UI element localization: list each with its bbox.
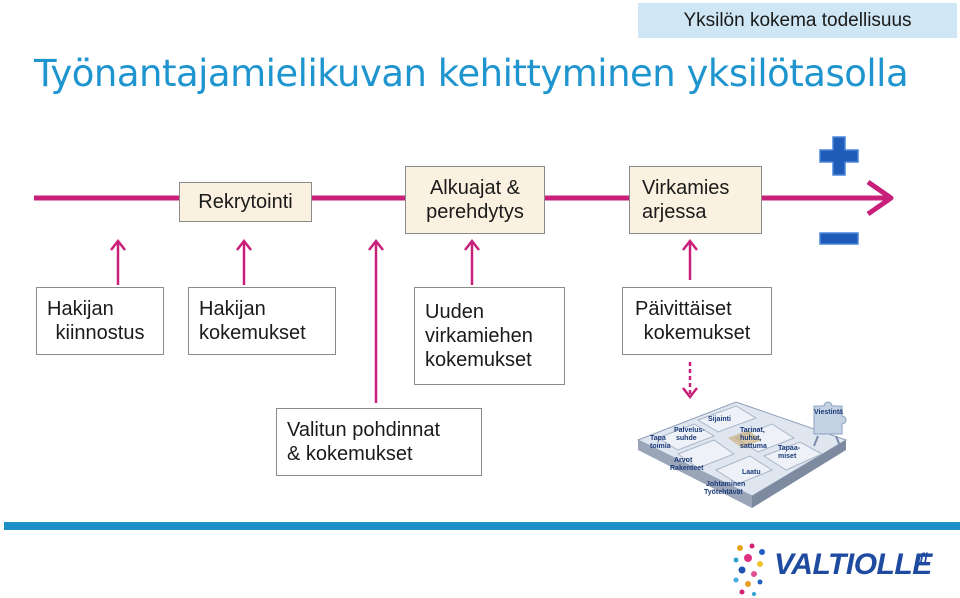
puzzle-label-tapaamiset: Tapaa- miset [778, 445, 802, 460]
arrow-new-official [464, 238, 480, 285]
timeline-arrowhead [866, 179, 894, 217]
footer-divider [4, 522, 960, 530]
experience-paivittaiset: Päivittäiset kokemukset [622, 287, 772, 355]
puzzle-label-tapa-line2: toimia [650, 443, 671, 450]
puzzle-label-arvot: Arvot Rakenteet [670, 457, 704, 472]
puzzle-illustration: Sijainti Palvelus- suhde Tapa toimia Arv… [636, 401, 848, 508]
experience-uuden-virkamiehen: Uuden virkamiehen kokemukset [414, 287, 565, 385]
puzzle-label-tapa-toimia: Tapa toimia [650, 435, 671, 450]
floating-puzzle-piece [813, 401, 847, 447]
experience-hakijan-kiinnostus: Hakijan kiinnostus [36, 287, 164, 355]
puzzle-label-tapaamiset-line1: Tapaa- [778, 445, 801, 452]
puzzle-label-viestinta: Viestintä [814, 409, 843, 416]
arrow-interest [110, 238, 126, 285]
puzzle-label-palvelussuhde: Palvelus- suhde [674, 427, 707, 442]
stage-rekrytointi: Rekrytointi [179, 182, 312, 222]
experience-valitun-pohdinnat: Valitun pohdinnat & kokemukset [276, 408, 482, 476]
arrow-selected [368, 238, 384, 403]
logo-suffix: .fi [916, 550, 928, 565]
puzzle-label-tapaamiset-line2: miset [778, 453, 797, 460]
plus-icon [819, 136, 859, 176]
puzzle-label-tapa-line1: Tapa [650, 435, 666, 442]
puzzle-label-arvot-line1: Arvot [674, 457, 693, 464]
valtiolle-logo: VALTIOLLE .fi [730, 540, 955, 598]
puzzle-label-palvelussuhde-line2: suhde [676, 435, 697, 442]
page-title: Työnantajamielikuvan kehittyminen yksilö… [34, 52, 909, 95]
logo-text: VALTIOLLE [774, 548, 932, 581]
stage-alkuajat: Alkuajat & perehdytys [405, 166, 545, 234]
puzzle-label-johtaminen-line2: Työtehtävät [704, 489, 743, 496]
puzzle-label-tarinat: Tarinat, huhut, sattuma [740, 427, 767, 450]
puzzle-label-johtaminen-line1: Johtaminen [706, 481, 745, 488]
arrow-puzzle-dashed [682, 362, 698, 400]
puzzle-label-laatu: Laatu [742, 469, 761, 476]
stage-virkamies: Virkamies arjessa [629, 166, 762, 234]
puzzle-label-johtaminen: Johtaminen Työtehtävät [704, 481, 747, 496]
experience-hakijan-kokemukset: Hakijan kokemukset [188, 287, 336, 355]
puzzle-label-sijainti: Sijainti [708, 416, 731, 423]
minus-icon [819, 232, 859, 245]
logo-dots-icon [733, 543, 765, 596]
puzzle-label-tarinat-line3: sattuma [740, 443, 767, 450]
puzzle-label-tarinat-line1: Tarinat, [740, 427, 765, 434]
puzzle-label-palvelussuhde-line1: Palvelus- [674, 427, 705, 434]
puzzle-label-tarinat-line2: huhut, [740, 435, 761, 442]
puzzle-label-arvot-line2: Rakenteet [670, 465, 704, 472]
reality-tag: Yksilön kokema todellisuus [638, 3, 957, 38]
arrow-daily [682, 238, 698, 280]
arrow-applicant [236, 238, 252, 285]
